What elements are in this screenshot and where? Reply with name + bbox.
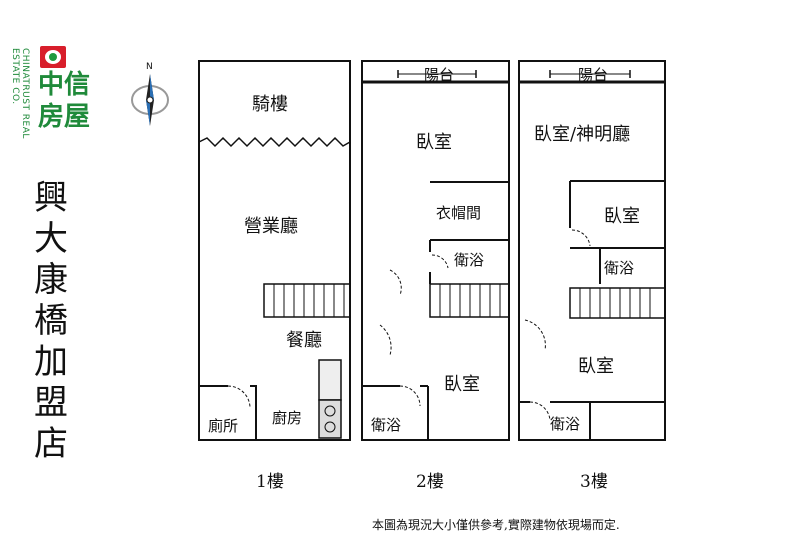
room-label-toilet: 廁所 [208, 417, 239, 435]
room-label-3f-bedroom-right: 臥室 [604, 206, 640, 227]
disclaimer-note: 本圖為現況大小僅供參考,實際建物依現場而定. [372, 518, 620, 532]
floor-plan-2f [361, 60, 510, 441]
room-label-3f-bathroom-mid: 衛浴 [604, 259, 635, 277]
floor-label-1f: 1樓 [256, 472, 284, 492]
room-label-2f-bathroom-mid: 衛浴 [454, 251, 485, 269]
brand-name-en: CHINATRUST REAL ESTATE CO. [10, 48, 30, 139]
compass-north-label: N [146, 62, 153, 72]
room-label-kitchen: 廚房 [272, 409, 303, 427]
room-label-business-hall: 營業廳 [244, 216, 298, 237]
room-label-2f-bedroom-top: 臥室 [416, 132, 452, 153]
floor-plan-3f [518, 60, 666, 441]
floor-label-2f: 2樓 [416, 472, 444, 492]
room-label-arcade: 騎樓 [252, 94, 288, 115]
room-label-2f-balcony: 陽台 [424, 66, 455, 84]
room-label-2f-closet: 衣帽間 [436, 204, 482, 222]
brand-name-cn-line2: 房屋 [38, 102, 91, 132]
room-label-dining-room: 餐廳 [286, 330, 322, 351]
compass-icon [131, 74, 169, 126]
room-label-3f-bedroom-bottom: 臥室 [578, 356, 614, 377]
floor-plan-1f [198, 60, 351, 441]
floor-label-3f: 3樓 [580, 472, 608, 492]
brand-name-cn-line1: 中信 [38, 70, 91, 100]
room-label-3f-bathroom-bottom: 衛浴 [550, 415, 581, 433]
room-label-2f-bathroom-bottom: 衛浴 [371, 416, 402, 434]
store-name: 興 大 康 橋 加 盟 店 [34, 178, 68, 464]
room-label-2f-bedroom-bottom: 臥室 [444, 374, 480, 395]
room-label-3f-bedroom-shrine: 臥室/神明廳 [534, 124, 631, 145]
logo-emblem-icon [40, 46, 66, 68]
room-label-3f-balcony: 陽台 [578, 66, 609, 84]
